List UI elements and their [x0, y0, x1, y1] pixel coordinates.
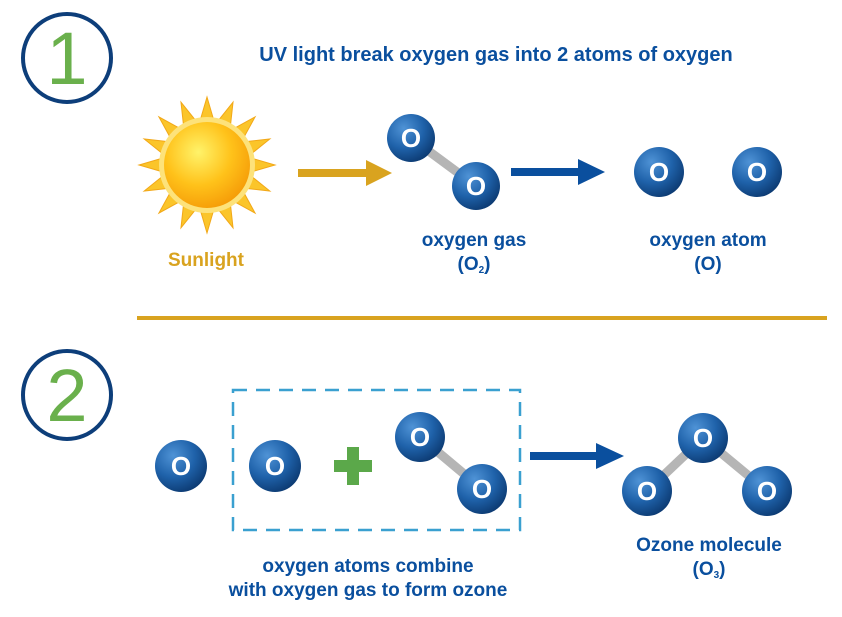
oxygen-atom-label: oxygen atom	[649, 230, 767, 251]
section-divider	[137, 316, 827, 320]
combine-caption-line-1: oxygen atoms combine	[262, 556, 474, 577]
oxygen-atom: O	[742, 466, 792, 516]
oxygen-atom: O	[634, 147, 684, 197]
ozone-formula: (O3)	[692, 559, 726, 581]
svg-text:O: O	[472, 474, 492, 504]
svg-text:O: O	[637, 476, 657, 506]
ozone-label: Ozone molecule	[636, 535, 782, 556]
blue-arrow-icon	[511, 159, 605, 185]
oxygen-gas-formula: (O2)	[457, 254, 491, 276]
sun-disc	[164, 122, 250, 208]
oxygen-atom: O	[622, 466, 672, 516]
svg-text:O: O	[171, 451, 191, 481]
reaction-group-box	[231, 388, 522, 532]
step-1-circle	[21, 12, 113, 104]
formula-subscript: 3	[713, 570, 720, 581]
combine-caption-line-2: with oxygen gas to form ozone	[228, 580, 508, 601]
oxygen-atom: O	[457, 464, 507, 514]
svg-text:O: O	[757, 476, 777, 506]
svg-text:O: O	[410, 422, 430, 452]
formula-element: O	[463, 254, 479, 275]
svg-text:O: O	[693, 423, 713, 453]
oxygen-atom: O	[155, 440, 207, 492]
blue-arrow-icon	[530, 443, 624, 469]
oxygen-atom: O	[678, 413, 728, 463]
oxygen-atom: O	[452, 162, 500, 210]
svg-text:O: O	[401, 123, 421, 153]
sun-icon	[137, 95, 277, 235]
step-2-circle	[21, 349, 113, 441]
step-1-number: 1	[46, 17, 87, 100]
oxygen-atom-formula: (O)	[694, 254, 722, 275]
ozone-molecule: O O O	[622, 413, 792, 516]
formula-subscript: 2	[478, 265, 485, 276]
oxygen-atom: O	[732, 147, 782, 197]
oxygen-atom: O	[395, 412, 445, 462]
sunlight-label: Sunlight	[168, 250, 244, 271]
plus-icon	[334, 447, 372, 485]
step-2-number: 2	[46, 354, 87, 437]
svg-text:O: O	[649, 157, 669, 187]
gold-arrow-icon	[298, 160, 392, 186]
svg-text:O: O	[466, 171, 486, 201]
oxygen-atom: O	[249, 440, 301, 492]
step-1-heading: UV light break oxygen gas into 2 atoms o…	[259, 44, 733, 66]
svg-text:O: O	[747, 157, 767, 187]
svg-text:O: O	[265, 451, 285, 481]
oxygen-gas-molecule: O O	[387, 114, 500, 210]
oxygen-gas-molecule: O O	[395, 412, 507, 514]
oxygen-gas-label: oxygen gas	[421, 230, 527, 251]
formula-element: O	[698, 559, 714, 580]
oxygen-atom: O	[387, 114, 435, 162]
